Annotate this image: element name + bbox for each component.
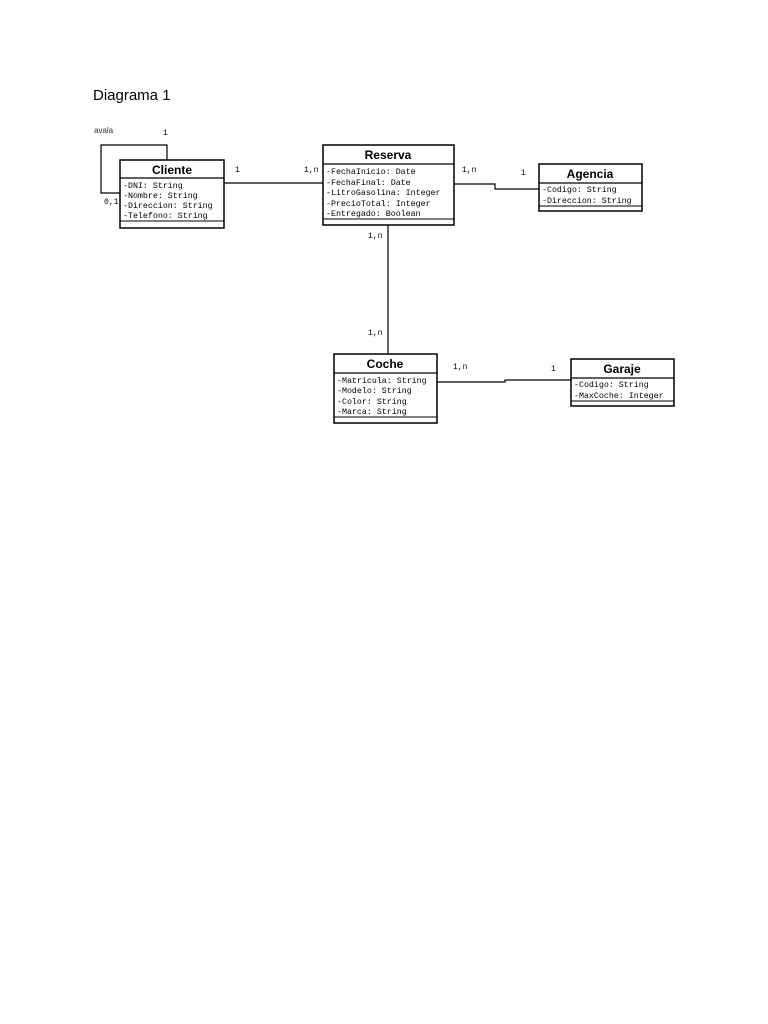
multiplicity-avala-from: 1	[163, 129, 168, 138]
attribute-agencia-1: -Direccion: String	[542, 196, 632, 206]
class-box-coche: Coche -Matricula: String -Modelo: String…	[333, 353, 438, 424]
attribute-reserva-1: -FechaFinal: Date	[326, 178, 411, 188]
class-box-agencia: Agencia -Codigo: String -Direccion: Stri…	[538, 163, 643, 212]
multiplicity-coche-garaje-to: 1	[551, 365, 556, 374]
multiplicity-coche-garaje-from: 1,n	[453, 363, 468, 372]
class-name-cliente: Cliente	[152, 163, 192, 177]
attribute-coche-1: -Modelo: String	[337, 386, 412, 396]
attribute-coche-2: -Color: String	[337, 397, 407, 407]
attribute-coche-0: -Matricula: String	[337, 376, 427, 386]
association-label-avala: avala	[94, 126, 114, 135]
attribute-garaje-1: -MaxCoche: Integer	[574, 391, 664, 401]
attribute-garaje-0: -Codigo: String	[574, 380, 649, 390]
attribute-reserva-0: -FechaInicio: Date	[326, 167, 416, 177]
attribute-coche-3: -Marca: String	[337, 407, 407, 417]
attribute-cliente-1: -Nombre: String	[123, 191, 198, 201]
multiplicity-reserva-agencia-to: 1	[521, 169, 526, 178]
association-line-cliente-avala	[100, 144, 168, 194]
attribute-cliente-2: -Direccion: String	[123, 201, 213, 211]
attribute-cliente-0: -DNI: String	[123, 181, 183, 191]
attribute-reserva-4: -Entregado: Boolean	[326, 209, 421, 219]
class-name-coche: Coche	[367, 357, 404, 371]
attribute-reserva-2: -LitroGasolina: Integer	[326, 188, 441, 198]
class-box-reserva: Reserva -FechaInicio: Date -FechaFinal: …	[322, 144, 455, 226]
class-name-agencia: Agencia	[567, 167, 614, 181]
class-box-cliente: Cliente -DNI: String -Nombre: String -Di…	[119, 159, 225, 229]
multiplicity-cliente-reserva-to: 1,n	[304, 166, 319, 175]
class-name-garaje: Garaje	[603, 362, 641, 376]
multiplicity-reserva-coche-from: 1,n	[368, 232, 383, 241]
multiplicity-avala-to: 0,1	[104, 198, 119, 207]
multiplicity-cliente-reserva-from: 1	[235, 166, 240, 175]
attribute-agencia-0: -Codigo: String	[542, 185, 617, 195]
association-line-coche-garaje	[437, 379, 571, 383]
multiplicity-reserva-coche-to: 1,n	[368, 329, 383, 338]
multiplicity-reserva-agencia-from: 1,n	[462, 166, 477, 175]
association-lines	[100, 144, 571, 383]
attribute-cliente-3: -Telefono: String	[123, 211, 208, 221]
class-name-reserva: Reserva	[365, 148, 412, 162]
attribute-reserva-3: -PrecioTotal: Integer	[326, 199, 431, 209]
diagram-title: Diagrama 1	[93, 87, 171, 104]
class-box-garaje: Garaje -Codigo: String -MaxCoche: Intege…	[570, 358, 675, 407]
association-line-reserva-agencia	[454, 183, 539, 190]
